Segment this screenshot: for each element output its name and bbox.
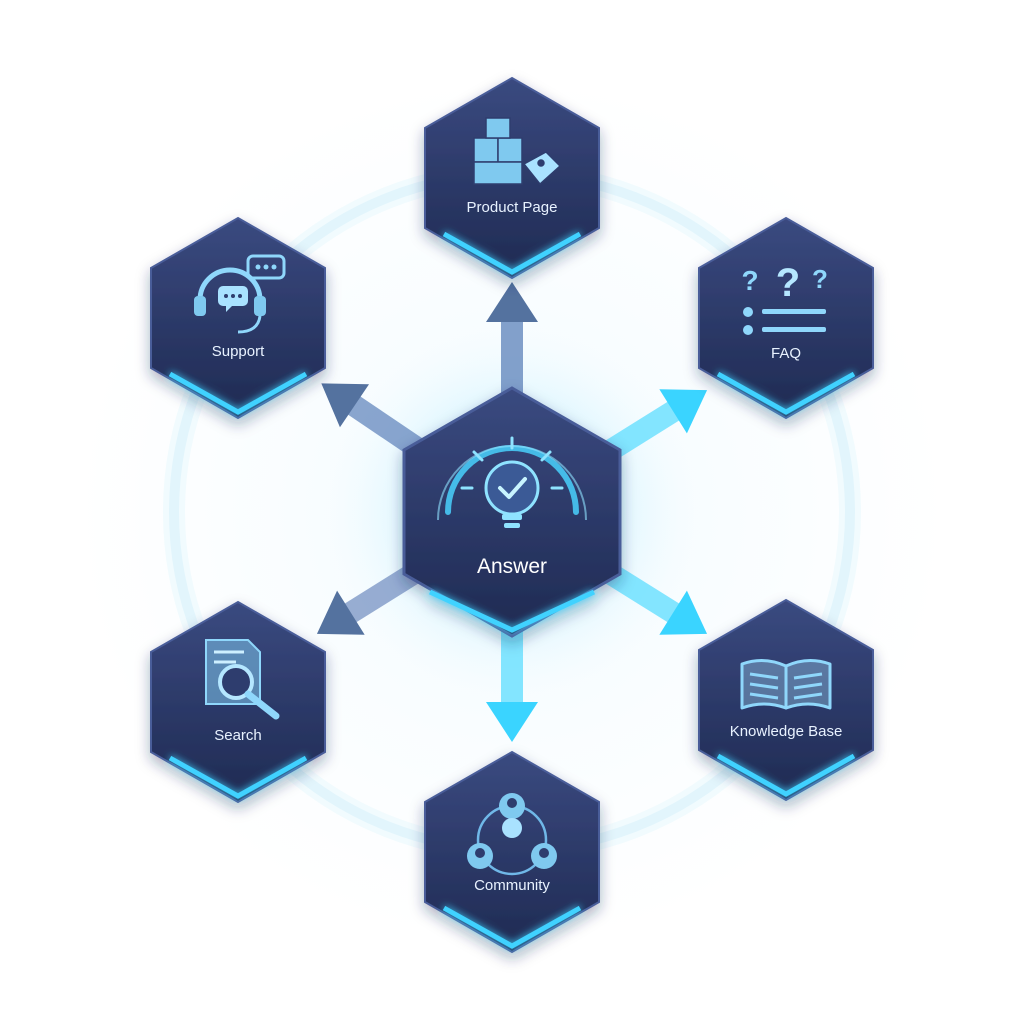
node-search[interactable]: Search (150, 600, 326, 804)
lightbulb-check-icon (437, 436, 587, 528)
node-label-community: Community (474, 877, 550, 894)
question-list-icon: ? ? ? (741, 261, 828, 335)
arrow-to-community (486, 616, 538, 742)
center-node-answer: Answer (402, 386, 622, 638)
node-faq[interactable]: ? ? ? FAQ (698, 216, 874, 420)
arrow-to-product-page (486, 282, 538, 408)
center-label: Answer (477, 555, 547, 578)
node-label-product-page: Product Page (467, 199, 558, 216)
svg-text:?: ? (812, 264, 828, 294)
headset-chat-icon (194, 254, 286, 334)
node-label-support: Support (212, 343, 265, 360)
node-knowledge-base[interactable]: Knowledge Base (698, 598, 874, 802)
node-label-search: Search (214, 727, 262, 744)
open-book-icon (740, 659, 832, 710)
node-label-knowledge-base: Knowledge Base (730, 723, 843, 740)
people-network-icon (467, 793, 557, 876)
node-label-faq: FAQ (771, 345, 801, 362)
document-search-icon (205, 639, 280, 720)
svg-text:?: ? (741, 265, 758, 296)
node-support[interactable]: Support (150, 216, 326, 420)
svg-text:?: ? (776, 261, 800, 305)
node-community[interactable]: Community (424, 750, 600, 954)
node-product-page[interactable]: Product Page (424, 76, 600, 280)
boxes-tag-icon (473, 117, 562, 186)
